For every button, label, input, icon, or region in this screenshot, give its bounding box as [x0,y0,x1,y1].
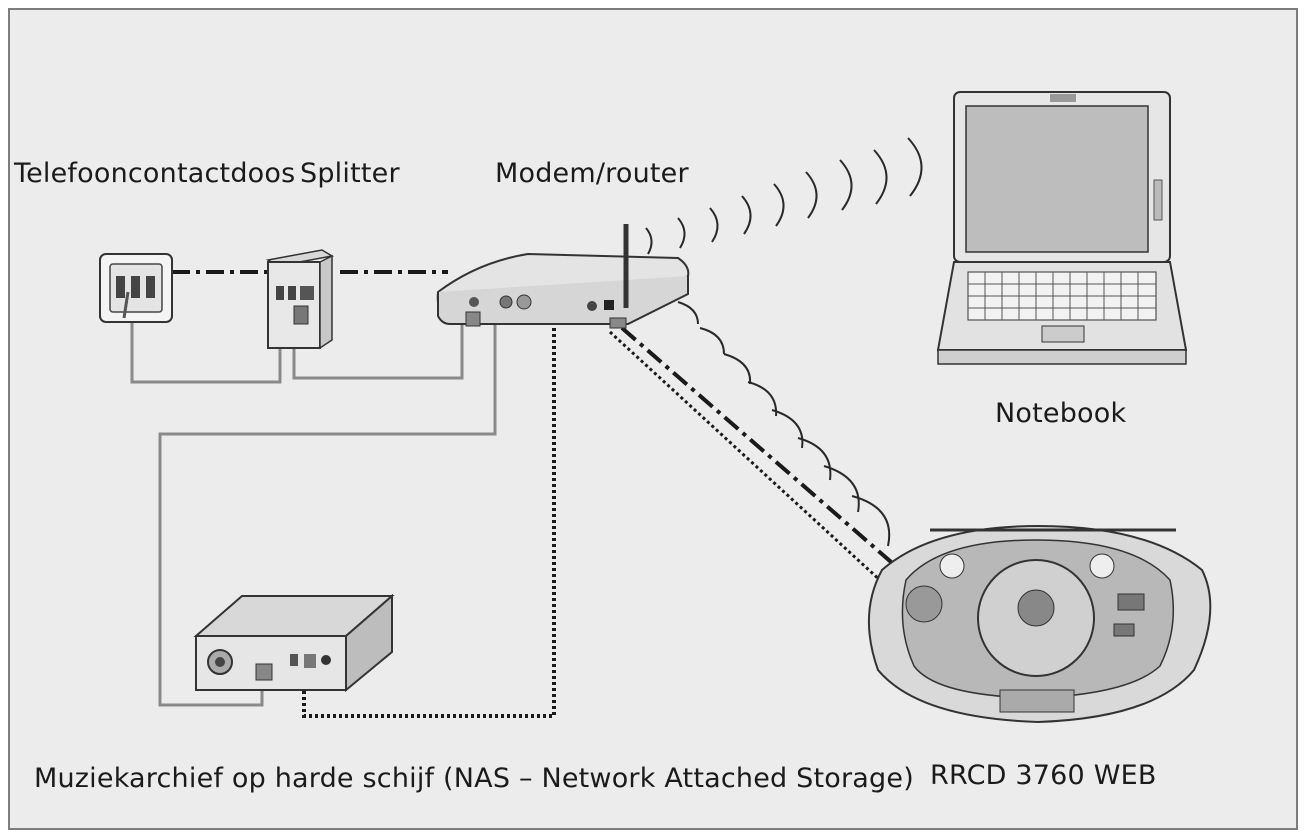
label-nas: Muziekarchief op harde schijf (NAS – Net… [34,763,914,794]
radio-icon [867,524,1212,724]
laptop-icon [936,91,1188,365]
network-diagram [99,91,1212,724]
wifi-signal-icon [645,137,923,547]
label-modem-router: Modem/router [495,158,689,189]
cable-socket-splitter [130,310,282,384]
dotted-router-nas [302,328,556,718]
label-radio: RRCD 3760 WEB [930,760,1157,791]
splitter-icon [265,249,335,350]
label-telephone-socket: Telefooncontactdoos [14,158,296,189]
router-icon [436,224,690,329]
nas-drive-icon [193,593,395,693]
dotted-router-radio [608,330,884,584]
dashdot-router-radio [620,326,900,570]
diagram-frame: Telefooncontactdoos Splitter Modem/route… [8,8,1298,830]
label-notebook: Notebook [995,398,1127,429]
label-splitter: Splitter [300,158,400,189]
connections [130,270,900,718]
cable-router-nas [158,315,497,707]
telephone-socket-icon [99,253,173,323]
